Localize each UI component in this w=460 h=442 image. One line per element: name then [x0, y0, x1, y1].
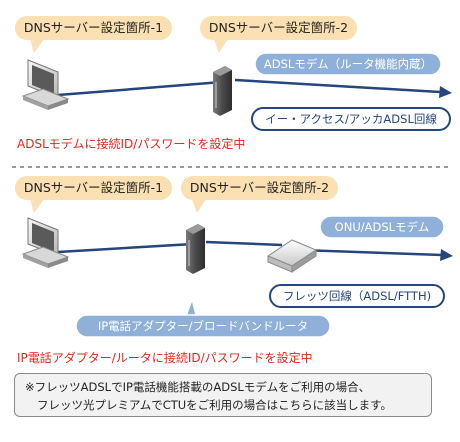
callout-dns-1-top — [15, 16, 172, 53]
router-to-onu-link — [205, 240, 283, 247]
callout-dns-1-bottom-label: DNSサーバー設定箇所-1 — [23, 180, 164, 195]
footnote-line-2: フレッツ光プレミアムでCTUをご利用の場合はこちらに該当します。 — [37, 398, 393, 412]
callout-dns-2-top-label: DNSサーバー設定箇所-2 — [208, 20, 349, 35]
onu-modem-icon — [266, 239, 318, 273]
lan-link-top — [57, 80, 223, 97]
line-label-bottom: フレッツ回線（ADSL/FTTH) — [282, 289, 432, 303]
adapter-label-pill — [75, 302, 331, 338]
callout-dns-2-bottom — [181, 176, 338, 213]
modem-label-top: ADSLモデム（ルータ機能内蔵） — [263, 57, 433, 71]
adsl-modem-icon — [213, 66, 232, 116]
wan-line-bottom — [299, 248, 443, 257]
wan-line-top — [234, 78, 441, 94]
lan-link-bottom — [57, 242, 194, 254]
modem-label-bottom: ONU/ADSLモデム — [334, 220, 430, 234]
pc-icon — [21, 59, 70, 110]
ip-phone-adapter-icon — [186, 224, 205, 274]
section1-setup-note: ADSLモデムに接続ID/パスワードを設定中 — [17, 137, 246, 151]
modem-label-pill-top — [254, 52, 442, 76]
wan-arrow-head-bottom — [440, 249, 453, 261]
line-label-pill-top — [251, 107, 451, 131]
footnote-box: ※フレッツADSLでIP電話機能搭載のADSLモデムをご利用の場合、 フレッツ光… — [14, 373, 432, 417]
wan-arrow-head-top — [439, 86, 452, 98]
adapter-label: IP電話アダプター/ブロードバンドルータ — [97, 319, 309, 333]
footnote-line-1: ※フレッツADSLでIP電話機能搭載のADSLモデムをご利用の場合、 — [25, 380, 371, 394]
callout-dns-2-top — [200, 16, 357, 53]
section2-setup-note: IP電話アダプター/ルータに接続ID/パスワードを設定中 — [17, 351, 313, 365]
line-label-top: イー・アクセス/アッカADSL回線 — [265, 112, 437, 126]
pc-icon-bottom — [21, 217, 70, 268]
callout-dns-2-bottom-label: DNSサーバー設定箇所-2 — [189, 180, 330, 195]
modem-label-pill-bottom — [319, 215, 445, 239]
callout-dns-1-top-label: DNSサーバー設定箇所-1 — [23, 20, 164, 35]
line-label-pill-bottom — [269, 284, 445, 308]
callout-dns-1-bottom — [15, 176, 172, 213]
